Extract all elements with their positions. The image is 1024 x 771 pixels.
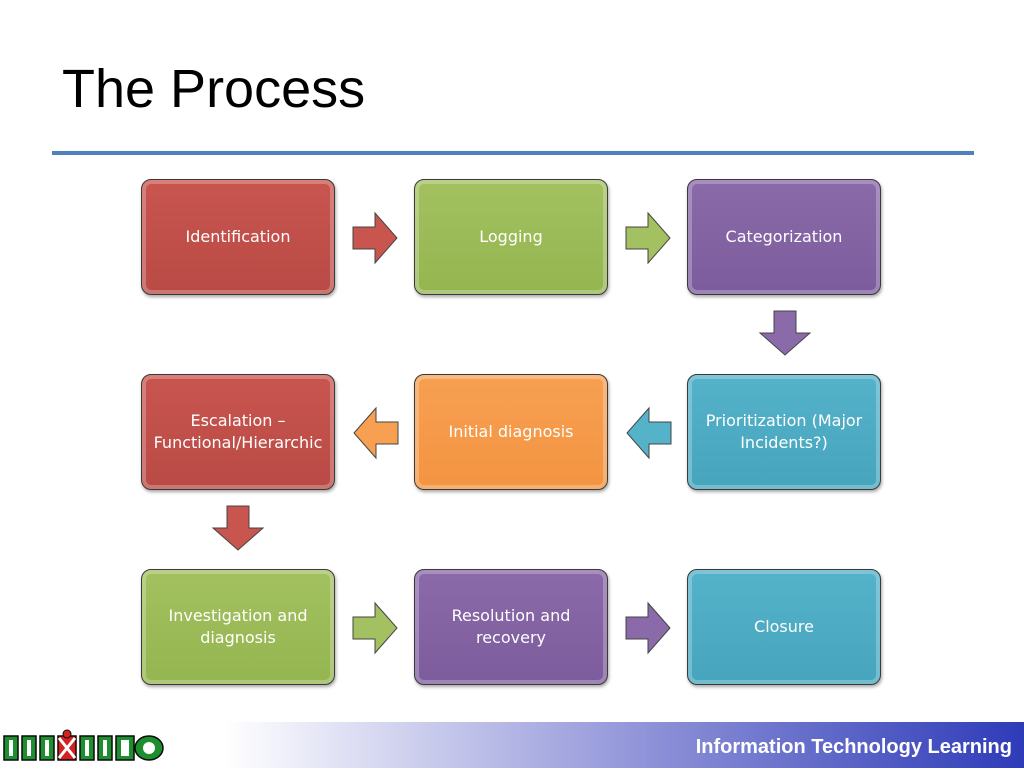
- arrow-right-icon: [625, 601, 671, 655]
- inixindo-logo: [2, 728, 168, 766]
- step-label: Resolution and recovery: [451, 605, 571, 647]
- arrow-right-icon: [352, 601, 398, 655]
- step-label: Investigation and diagnosis: [168, 605, 308, 647]
- footer-brand-text: Information Technology Learning: [695, 736, 1012, 758]
- arrow-left-icon: [626, 406, 672, 460]
- arrow-right-icon: [625, 211, 671, 265]
- step-resolution: Resolution and recovery: [414, 569, 608, 685]
- step-prioritization: Prioritization (Major Incidents?): [687, 374, 881, 490]
- arrow-left-icon: [353, 406, 399, 460]
- arrow-down-icon: [758, 310, 812, 356]
- step-escalation: Escalation – Functional/Hierarchic: [141, 374, 335, 490]
- arrow-down-icon: [211, 505, 265, 551]
- step-label: Initial diagnosis: [448, 421, 574, 441]
- step-logging: Logging: [414, 179, 608, 295]
- step-label: Categorization: [725, 226, 843, 246]
- step-identification: Identification: [141, 179, 335, 295]
- step-closure: Closure: [687, 569, 881, 685]
- step-label: Logging: [479, 226, 543, 246]
- step-label: Identification: [185, 226, 291, 246]
- title-underline: [52, 151, 974, 155]
- step-categorization: Categorization: [687, 179, 881, 295]
- step-initial-diagnosis: Initial diagnosis: [414, 374, 608, 490]
- slide-title: The Process: [62, 59, 366, 119]
- step-label: Closure: [754, 616, 814, 636]
- step-investigation: Investigation and diagnosis: [141, 569, 335, 685]
- step-label: Escalation – Functional/Hierarchic: [153, 410, 323, 452]
- footer-bar: Information Technology Learning: [0, 722, 1024, 768]
- step-label: Prioritization (Major Incidents?): [705, 410, 863, 452]
- arrow-right-icon: [352, 211, 398, 265]
